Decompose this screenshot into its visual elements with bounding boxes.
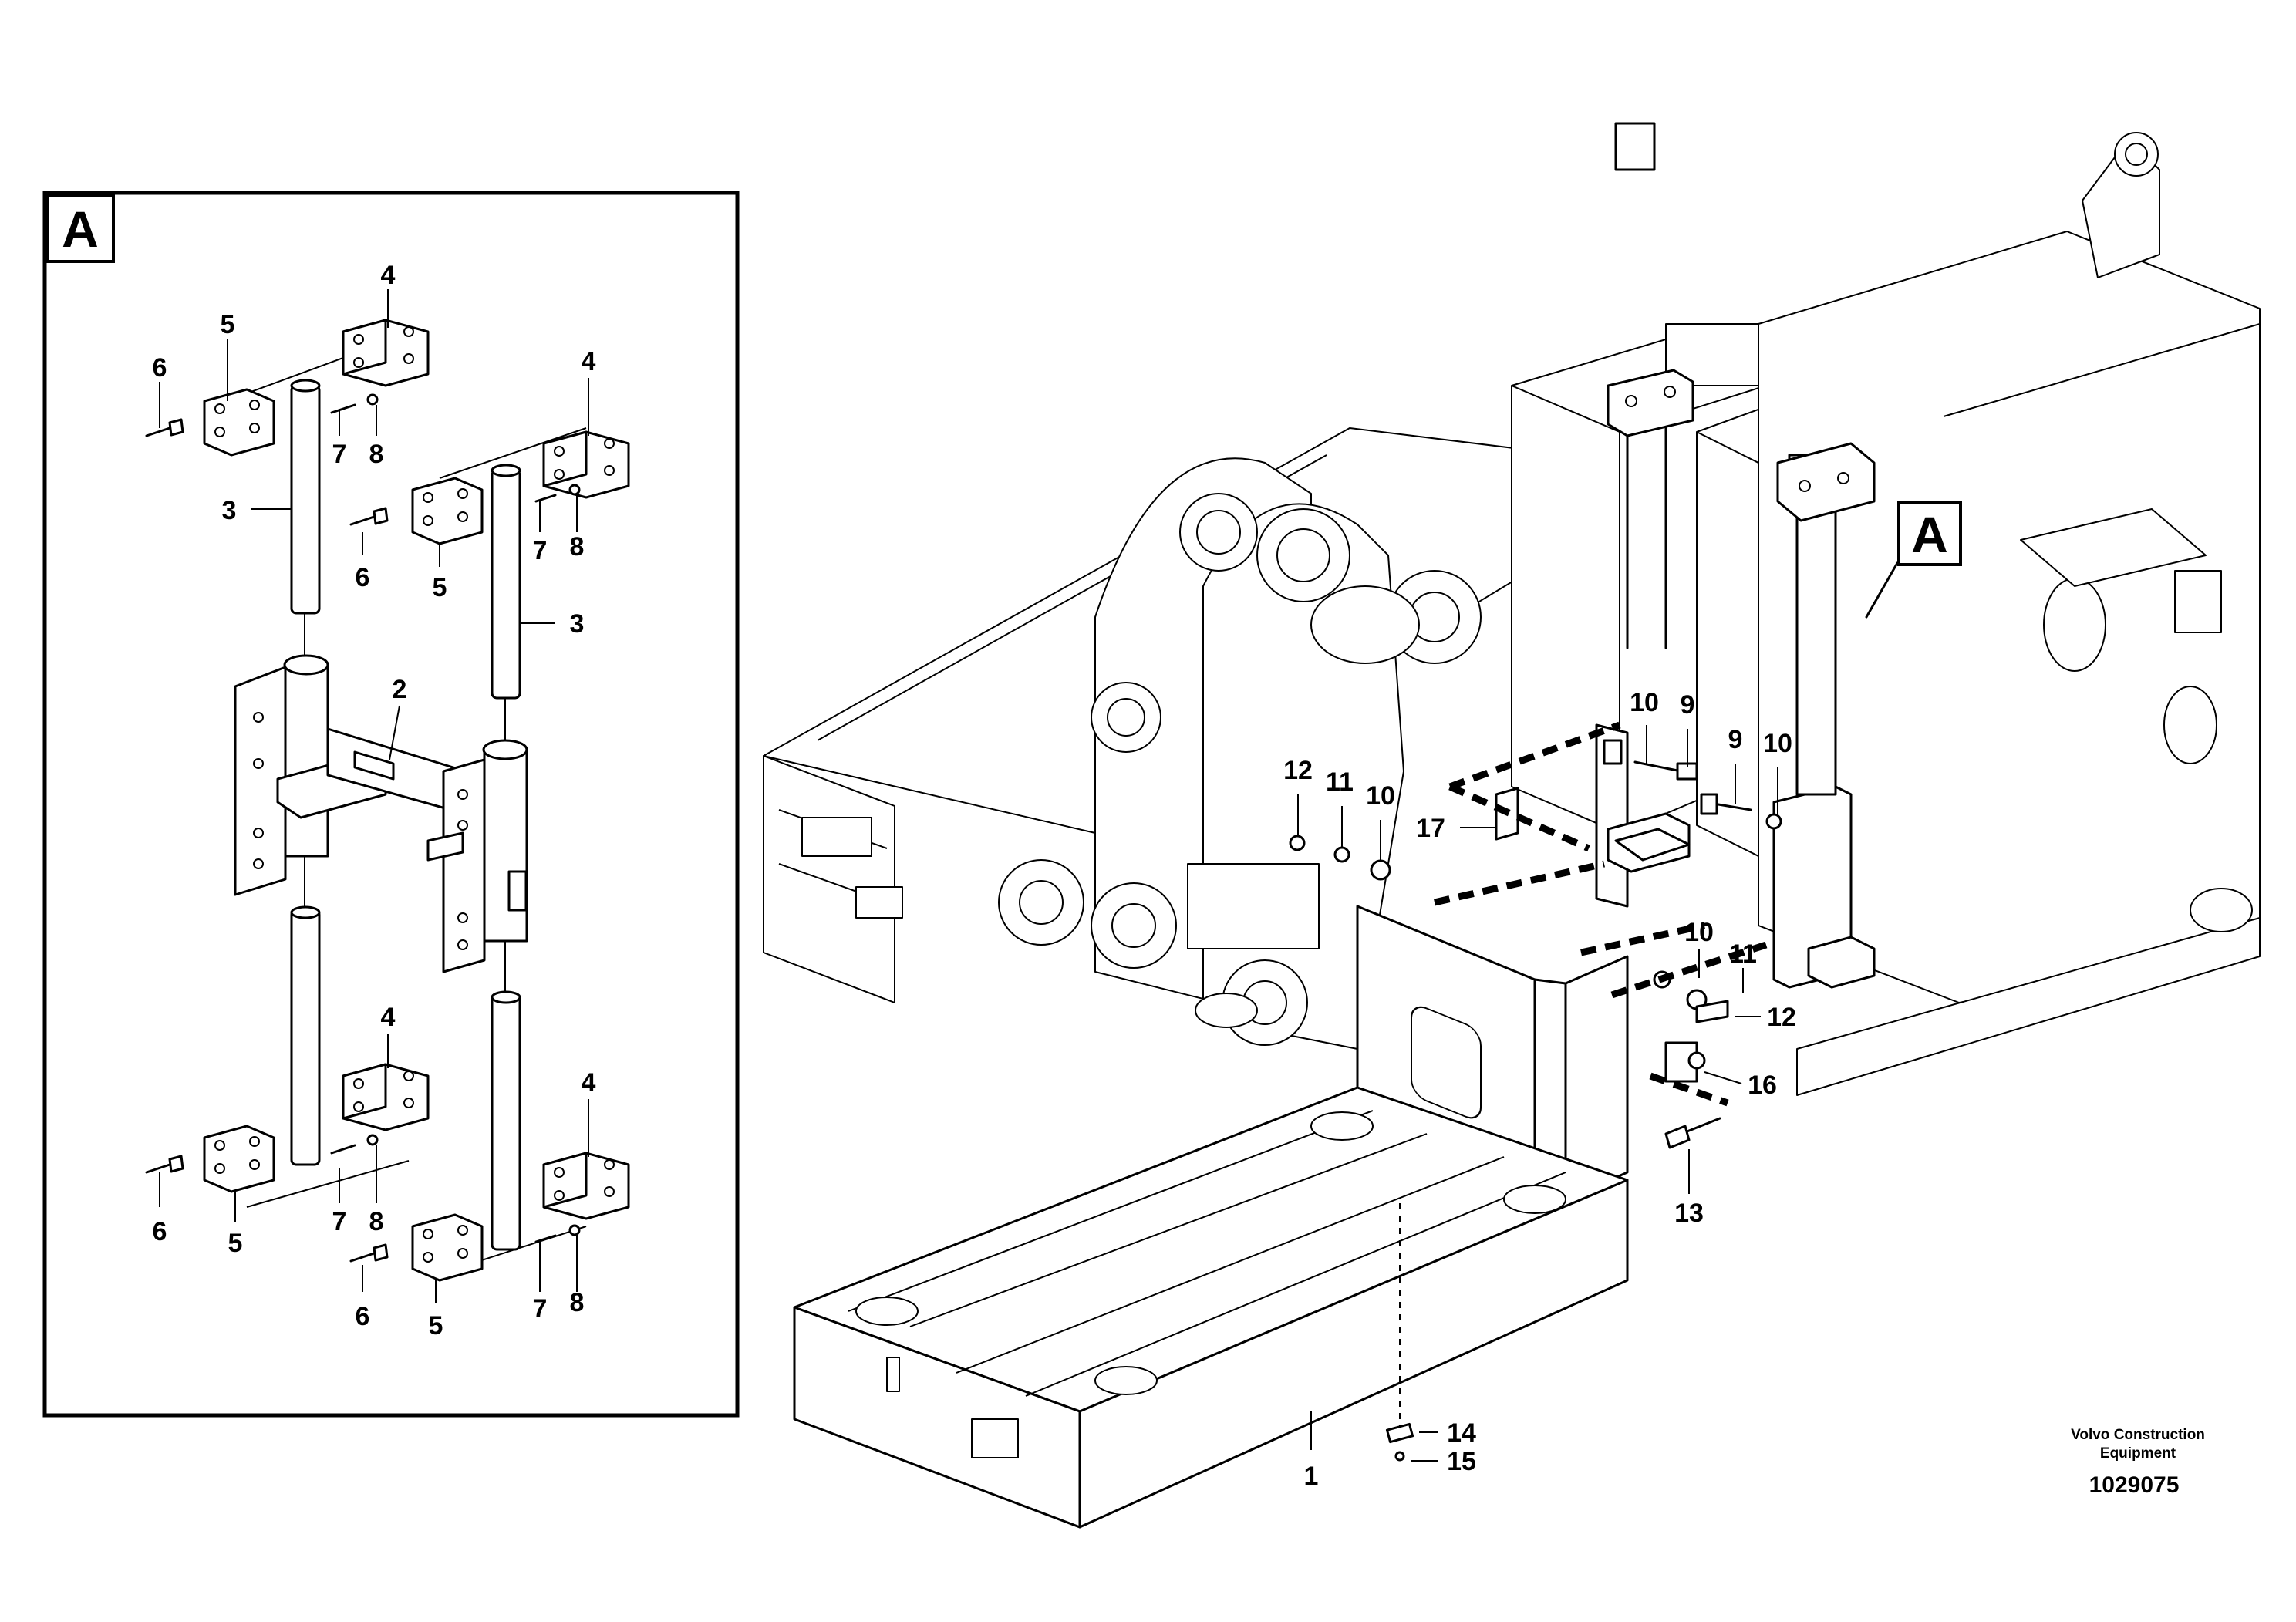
part-label-7: 7 — [533, 1294, 548, 1324]
detail-view-label-box — [46, 194, 115, 263]
part-label-11: 11 — [1729, 939, 1757, 969]
part-label-15: 15 — [1447, 1447, 1476, 1476]
part-label-9: 9 — [1681, 690, 1695, 720]
part-label-6: 6 — [356, 563, 370, 592]
brand-line-1: Volvo Construction — [2071, 1427, 2205, 1443]
support-bracket-assembly — [1289, 122, 1876, 1462]
part-label-4: 4 — [582, 1068, 596, 1098]
brand-line-2: Equipment — [2100, 1445, 2176, 1462]
part-label-9: 9 — [1728, 725, 1743, 754]
main-callout-labels: 12 11 10 17 10 9 9 10 10 11 12 16 13 14 … — [1283, 688, 1796, 1491]
part-label-10: 10 — [1630, 688, 1659, 717]
document-number: 1029075 — [2089, 1472, 2180, 1498]
part-label-4: 4 — [582, 347, 596, 376]
part-label-2: 2 — [393, 675, 407, 704]
part-label-12: 12 — [1767, 1003, 1796, 1032]
detail-view-label: A — [62, 201, 99, 258]
part-label-10: 10 — [1366, 781, 1395, 811]
frame-part-1 — [793, 905, 1629, 1529]
part-label-4: 4 — [381, 1003, 396, 1032]
part-label-5: 5 — [228, 1229, 243, 1258]
part-label-7: 7 — [332, 440, 347, 469]
main-leader-lines — [1297, 561, 1899, 1462]
part-label-6: 6 — [153, 1217, 167, 1246]
upper-structure-background — [763, 132, 2261, 1096]
part-label-3: 3 — [570, 609, 585, 639]
part-label-8: 8 — [570, 1288, 585, 1317]
detail-assembly — [145, 319, 630, 1282]
part-label-12: 12 — [1283, 756, 1313, 785]
part-label-8: 8 — [369, 1207, 384, 1236]
part-label-10: 10 — [1763, 729, 1792, 758]
part-label-11: 11 — [1326, 767, 1354, 797]
part-label-14: 14 — [1447, 1418, 1476, 1448]
part-label-5: 5 — [429, 1311, 443, 1340]
part-label-6: 6 — [356, 1302, 370, 1331]
callout-label-a: A — [1911, 506, 1948, 563]
part-label-17: 17 — [1416, 814, 1445, 843]
part-label-1: 1 — [1304, 1462, 1319, 1491]
detail-leader-lines — [159, 289, 589, 1303]
part-label-5: 5 — [433, 573, 447, 602]
part-label-13: 13 — [1674, 1199, 1704, 1228]
callout-box-a — [1897, 501, 1962, 566]
part-label-8: 8 — [369, 440, 384, 469]
part-label-5: 5 — [221, 310, 235, 339]
part-label-7: 7 — [533, 536, 548, 565]
part-label-4: 4 — [381, 261, 396, 290]
part-label-16: 16 — [1748, 1071, 1777, 1100]
part-label-6: 6 — [153, 353, 167, 383]
part-label-10: 10 — [1684, 918, 1714, 947]
part-label-7: 7 — [332, 1207, 347, 1236]
detail-callout-labels: 4 5 6 7 8 3 4 6 5 7 8 3 2 4 6 5 7 8 4 6 … — [153, 261, 596, 1340]
part-label-3: 3 — [222, 496, 237, 525]
part-label-8: 8 — [570, 532, 585, 561]
